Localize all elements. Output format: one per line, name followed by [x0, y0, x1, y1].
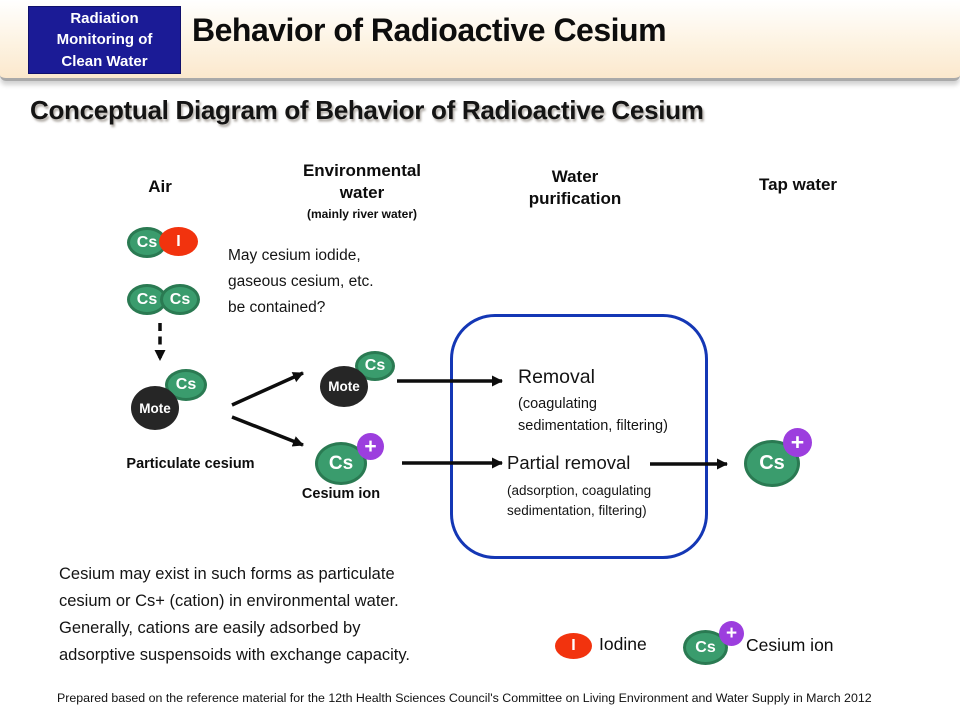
column-header-water-purification: Water purification	[528, 167, 622, 209]
source-attribution: Prepared based on the reference material…	[57, 691, 872, 705]
legend-iodine-label: Iodine	[599, 634, 647, 654]
column-note-river-water: (mainly river water)	[306, 207, 418, 221]
mote-particle: Mote	[320, 366, 368, 407]
plus-charge-icon: +	[719, 621, 744, 646]
partial-removal-subtext: (adsorption, coagulating sedimentation, …	[507, 483, 652, 518]
column-header-tap-water: Tap water	[758, 175, 838, 194]
particulate-cesium-label: Particulate cesium	[126, 456, 255, 472]
cesium-atom: Cs	[160, 284, 200, 315]
removal-subtext: (coagulating sedimentation, filtering)	[518, 396, 668, 434]
removal-title: Removal	[518, 366, 595, 388]
cesium-atom: Cs	[355, 351, 395, 381]
branch-arrow-to-particulate	[231, 371, 304, 407]
air-question-text: May cesium iodide, gaseous cesium, etc. …	[228, 247, 374, 316]
series-badge: Radiation Monitoring of Clean Water	[28, 6, 181, 74]
partial-removal-title: Partial removal	[507, 452, 631, 473]
explanatory-note: Cesium may exist in such forms as partic…	[59, 565, 410, 664]
column-header-air: Air	[148, 177, 172, 196]
legend-cesium-ion-label: Cesium ion	[746, 635, 834, 655]
column-header-environmental-water: Environmental water	[302, 161, 422, 203]
plus-charge-icon: +	[783, 428, 812, 457]
plus-charge-icon: +	[357, 433, 384, 460]
mote-particle: Mote	[131, 386, 179, 430]
branch-arrow-to-ion	[231, 415, 304, 447]
page-title: Behavior of Radioactive Cesium	[192, 12, 667, 48]
cesium-ion-label: Cesium ion	[301, 486, 381, 502]
iodine-atom: I	[159, 227, 198, 256]
diagram-subtitle: Conceptual Diagram of Behavior of Radioa…	[30, 95, 704, 125]
legend-iodine-icon: I	[555, 633, 592, 659]
cesium-atom: Cs	[127, 227, 167, 258]
water-purification-box	[450, 314, 708, 559]
